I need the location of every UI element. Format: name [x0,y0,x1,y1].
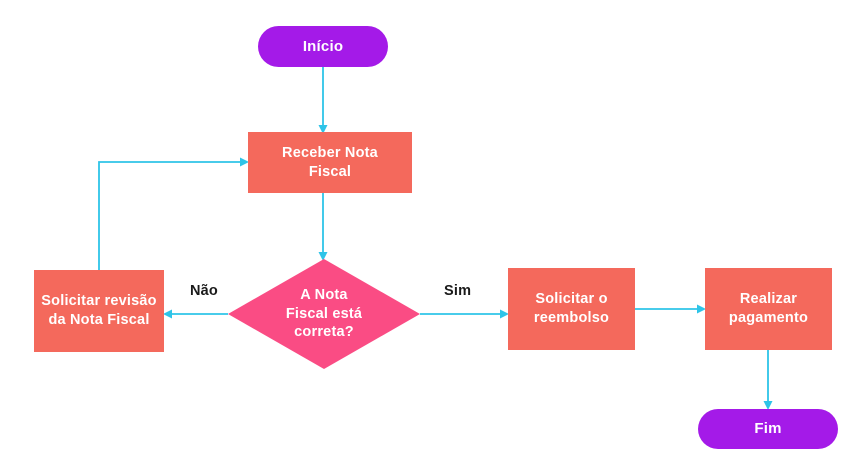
edge-revisao-receber [98,157,249,271]
node-receber-nota-fiscal-label: Receber Nota Fiscal [282,144,378,180]
node-decisao-nota-correta-label: A Nota Fiscal está correta? [285,287,363,341]
node-receber-nota-fiscal[interactable]: Receber Nota Fiscal [248,132,412,193]
node-decisao-nota-correta[interactable]: A Nota Fiscal está correta? [228,259,420,369]
node-solicitar-revisao[interactable]: Solicitar revisão da Nota Fiscal [34,270,164,352]
edge-decisao-revisao [163,309,228,319]
edge-pagamento-fim [763,350,773,410]
edge-label-nao: Não [190,283,218,299]
node-fim[interactable]: Fim [698,409,838,449]
edge-decisao-reembolso [420,309,509,319]
node-inicio-label: Início [302,37,344,55]
node-realizar-pagamento[interactable]: Realizar pagamento [705,268,832,350]
diamond-shape [228,259,420,369]
edge-reembolso-pagamento [635,304,706,314]
node-solicitar-reembolso[interactable]: Solicitar o reembolso [508,268,635,350]
node-solicitar-revisao-label: Solicitar revisão da Nota Fiscal [41,293,157,328]
edge-receber-decisao [318,193,328,261]
edge-label-sim: Sim [444,283,472,299]
edge-inicio-receber [318,67,328,134]
node-fim-label: Fim [754,420,782,438]
node-realizar-pagamento-label: Realizar pagamento [728,291,809,326]
node-solicitar-reembolso-label: Solicitar o reembolso [533,291,610,326]
node-inicio[interactable]: Início [258,26,388,67]
